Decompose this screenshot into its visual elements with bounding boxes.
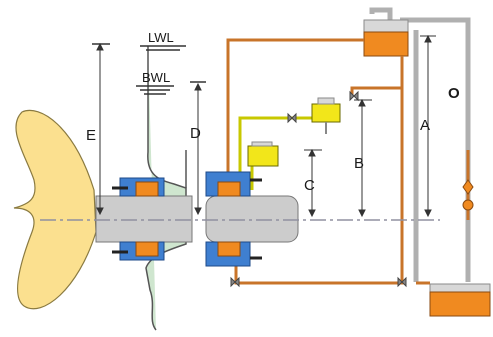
dimension-e-label: E bbox=[86, 127, 96, 144]
forward-seal bbox=[205, 171, 262, 267]
dimension-b-label: B bbox=[354, 155, 364, 172]
dimension-a-label: A bbox=[420, 117, 430, 134]
lubrication-pipes bbox=[226, 38, 470, 285]
hull-stern-frame bbox=[145, 46, 187, 331]
flow-indicator-icon bbox=[462, 179, 474, 211]
lwl-label: LWL bbox=[148, 30, 174, 45]
pipe-o-label: O bbox=[448, 85, 460, 102]
dimension-lines bbox=[96, 34, 436, 218]
header-tank-c bbox=[247, 141, 279, 167]
waterline-markers bbox=[92, 43, 206, 95]
valve-icon bbox=[230, 90, 407, 288]
aft-seal bbox=[112, 177, 165, 261]
gravity-tank bbox=[363, 19, 409, 57]
dimension-d-label: D bbox=[190, 125, 201, 142]
dimension-c-label: C bbox=[304, 177, 315, 194]
propeller-shaft bbox=[95, 195, 299, 243]
propeller bbox=[13, 109, 97, 310]
bwl-label: BWL bbox=[142, 70, 170, 85]
drain-tank bbox=[429, 283, 491, 317]
header-tank-b bbox=[311, 97, 341, 134]
